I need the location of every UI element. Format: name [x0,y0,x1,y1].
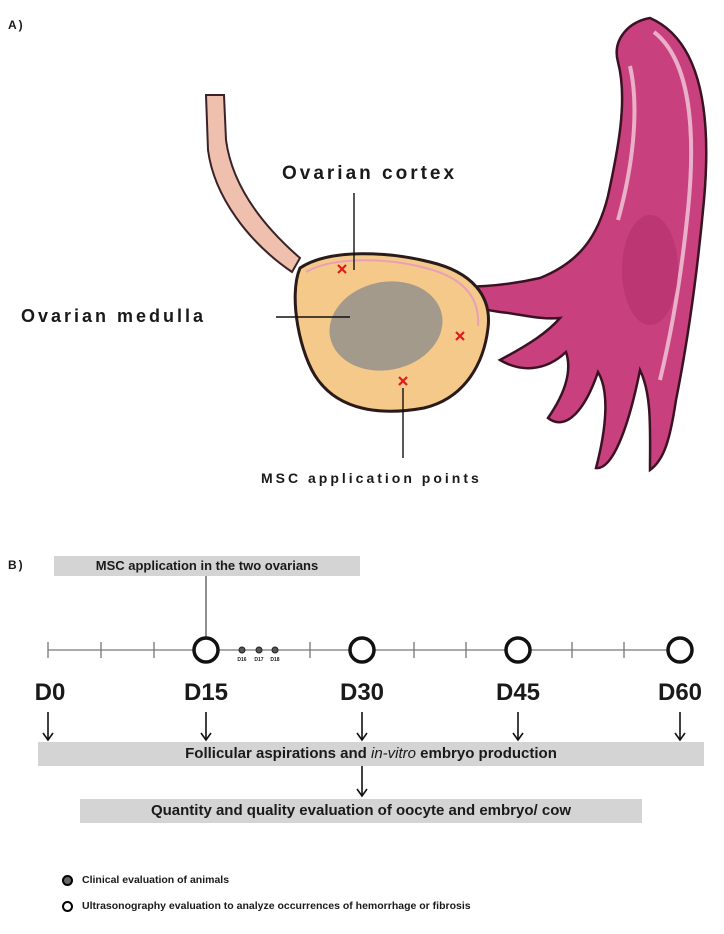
open-circle-icon [62,901,73,912]
legend-ultrasound-text: Ultrasonography evaluation to analyze oc… [82,900,471,912]
small-day-d16: D16 [235,657,249,663]
aspiration-text-start: Follicular aspirations and [185,745,371,762]
quality-evaluation-box: Quantity and quality evaluation of oocyt… [80,799,642,823]
ovarian-medulla-label: Ovarian medulla [21,306,206,327]
day-label-d45: D45 [478,679,558,707]
msc-application-points-label: MSC application points [261,470,482,486]
ovary-illustration [206,18,706,470]
clinical-marker-d17 [256,647,262,653]
day-label-d60: D60 [640,679,720,707]
aspiration-text-end: embryo production [416,745,557,762]
filled-circle-icon [62,875,73,886]
ultrasound-marker-d30 [350,638,374,662]
clinical-marker-d16 [239,647,245,653]
legend-item-ultrasound: Ultrasonography evaluation to analyze oc… [62,900,471,912]
panel-b-label: B) [8,558,25,572]
small-day-d18: D18 [268,657,282,663]
ovarian-cortex-label: Ovarian cortex [282,163,457,185]
ultrasound-marker-d15 [194,638,218,662]
clinical-marker-d18 [272,647,278,653]
day-label-d0: D0 [10,679,90,707]
panel-a-label: A) [8,18,25,32]
msc-application-box: MSC application in the two ovarians [54,556,360,576]
ampulla-shade [622,215,678,325]
ultrasound-marker-d60 [668,638,692,662]
ultrasound-marker-d45 [506,638,530,662]
aspiration-box: Follicular aspirations and in-vitro embr… [38,742,704,766]
day-label-d15: D15 [166,679,246,707]
aspiration-text-italic: in-vitro [371,745,416,762]
legend-clinical-text: Clinical evaluation of animals [82,874,229,886]
day-label-d30: D30 [322,679,402,707]
small-day-d17: D17 [252,657,266,663]
legend-item-clinical: Clinical evaluation of animals [62,874,229,886]
